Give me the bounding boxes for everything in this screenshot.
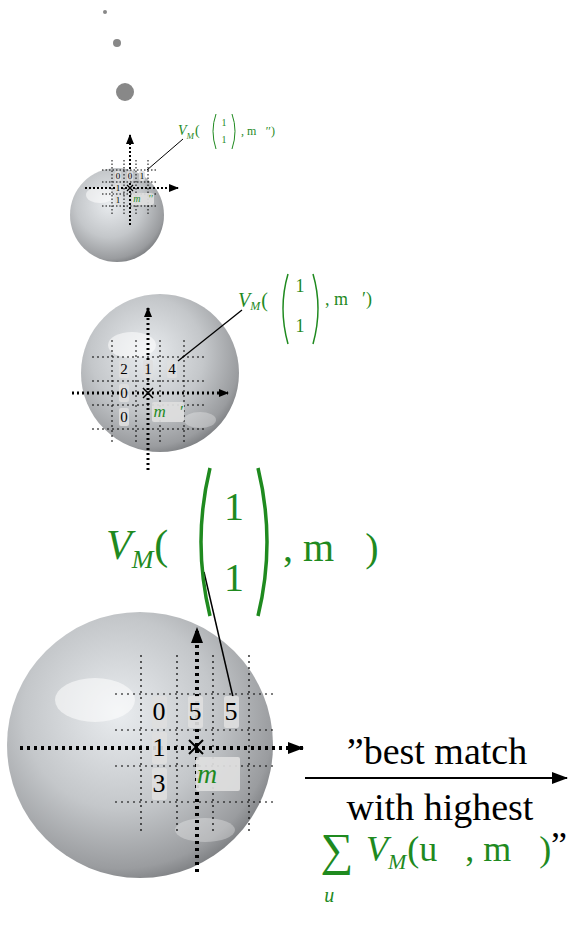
- callout-bracket: (: [195, 123, 200, 140]
- axes-small: [85, 135, 178, 225]
- grid-value: 0: [115, 171, 122, 182]
- grid-value: 0: [119, 384, 129, 402]
- grid-value: 3: [152, 768, 167, 799]
- grid-value: 0: [127, 171, 134, 182]
- grid-value: 5: [188, 696, 203, 727]
- formula-subscript: M: [388, 849, 406, 875]
- callout-argument: , m⃗′): [325, 289, 372, 311]
- leader-line: [178, 310, 242, 361]
- callout-subscript: M: [187, 131, 195, 142]
- axes-medium: [72, 308, 228, 470]
- leader-line: [147, 139, 183, 170]
- formula-argument: (u⃗, m⃗): [407, 828, 551, 871]
- bubble-large: [7, 612, 273, 878]
- origin-cross: [127, 185, 133, 191]
- result-arrow: [305, 777, 567, 779]
- result-text: with highest: [347, 785, 534, 831]
- sum-symbol: ∑: [321, 822, 354, 877]
- callout-argument: , m⃗′′): [241, 124, 275, 138]
- pyramid-dot: [116, 83, 134, 101]
- matrix-entry: 1: [224, 483, 244, 531]
- bubble-medium: [81, 294, 239, 452]
- grid-value: 1: [115, 183, 122, 194]
- sum-index: u⃗: [324, 883, 350, 907]
- grid-value: 1: [139, 171, 146, 182]
- callout-bracket: (: [154, 520, 168, 570]
- result-text: ”: [551, 824, 567, 867]
- callout-symbol: V: [106, 520, 132, 570]
- matrix-entry: 1: [222, 117, 227, 129]
- bubble-small: [70, 168, 164, 262]
- result-text: ”best match: [347, 729, 527, 775]
- formula-symbol: V: [366, 828, 388, 871]
- origin-cross: [189, 740, 203, 754]
- matrix-entry: 1: [224, 554, 244, 602]
- grid-value: 1: [143, 360, 153, 378]
- position-label: m⃗′′: [132, 193, 153, 205]
- pyramid-dot: [113, 39, 121, 47]
- origin-cross: [143, 388, 153, 398]
- callout-subscript: M: [250, 299, 260, 313]
- grid-value: 4: [167, 360, 177, 378]
- grid-value: 1: [152, 732, 167, 763]
- matrix-entry: 1: [296, 276, 305, 298]
- callout-argument: , m⃗): [283, 524, 379, 572]
- grid-value: 2: [119, 360, 129, 378]
- callout-symbol: V: [238, 288, 250, 312]
- matrix-entry: 1: [222, 134, 227, 146]
- position-label: m⃗: [196, 757, 240, 791]
- grid-value: 0: [152, 696, 167, 727]
- callout-symbol: V: [178, 123, 187, 140]
- grid-value: 1: [115, 195, 122, 206]
- grid-value: 5: [224, 696, 239, 727]
- pyramid-dot: [103, 10, 107, 14]
- grid-value: 0: [119, 408, 129, 426]
- matrix-entry: 1: [296, 316, 305, 338]
- callout-subscript: M: [132, 544, 154, 575]
- callout-bracket: (: [261, 288, 268, 312]
- axes-large: [20, 628, 303, 872]
- position-label: m⃗′: [152, 402, 183, 422]
